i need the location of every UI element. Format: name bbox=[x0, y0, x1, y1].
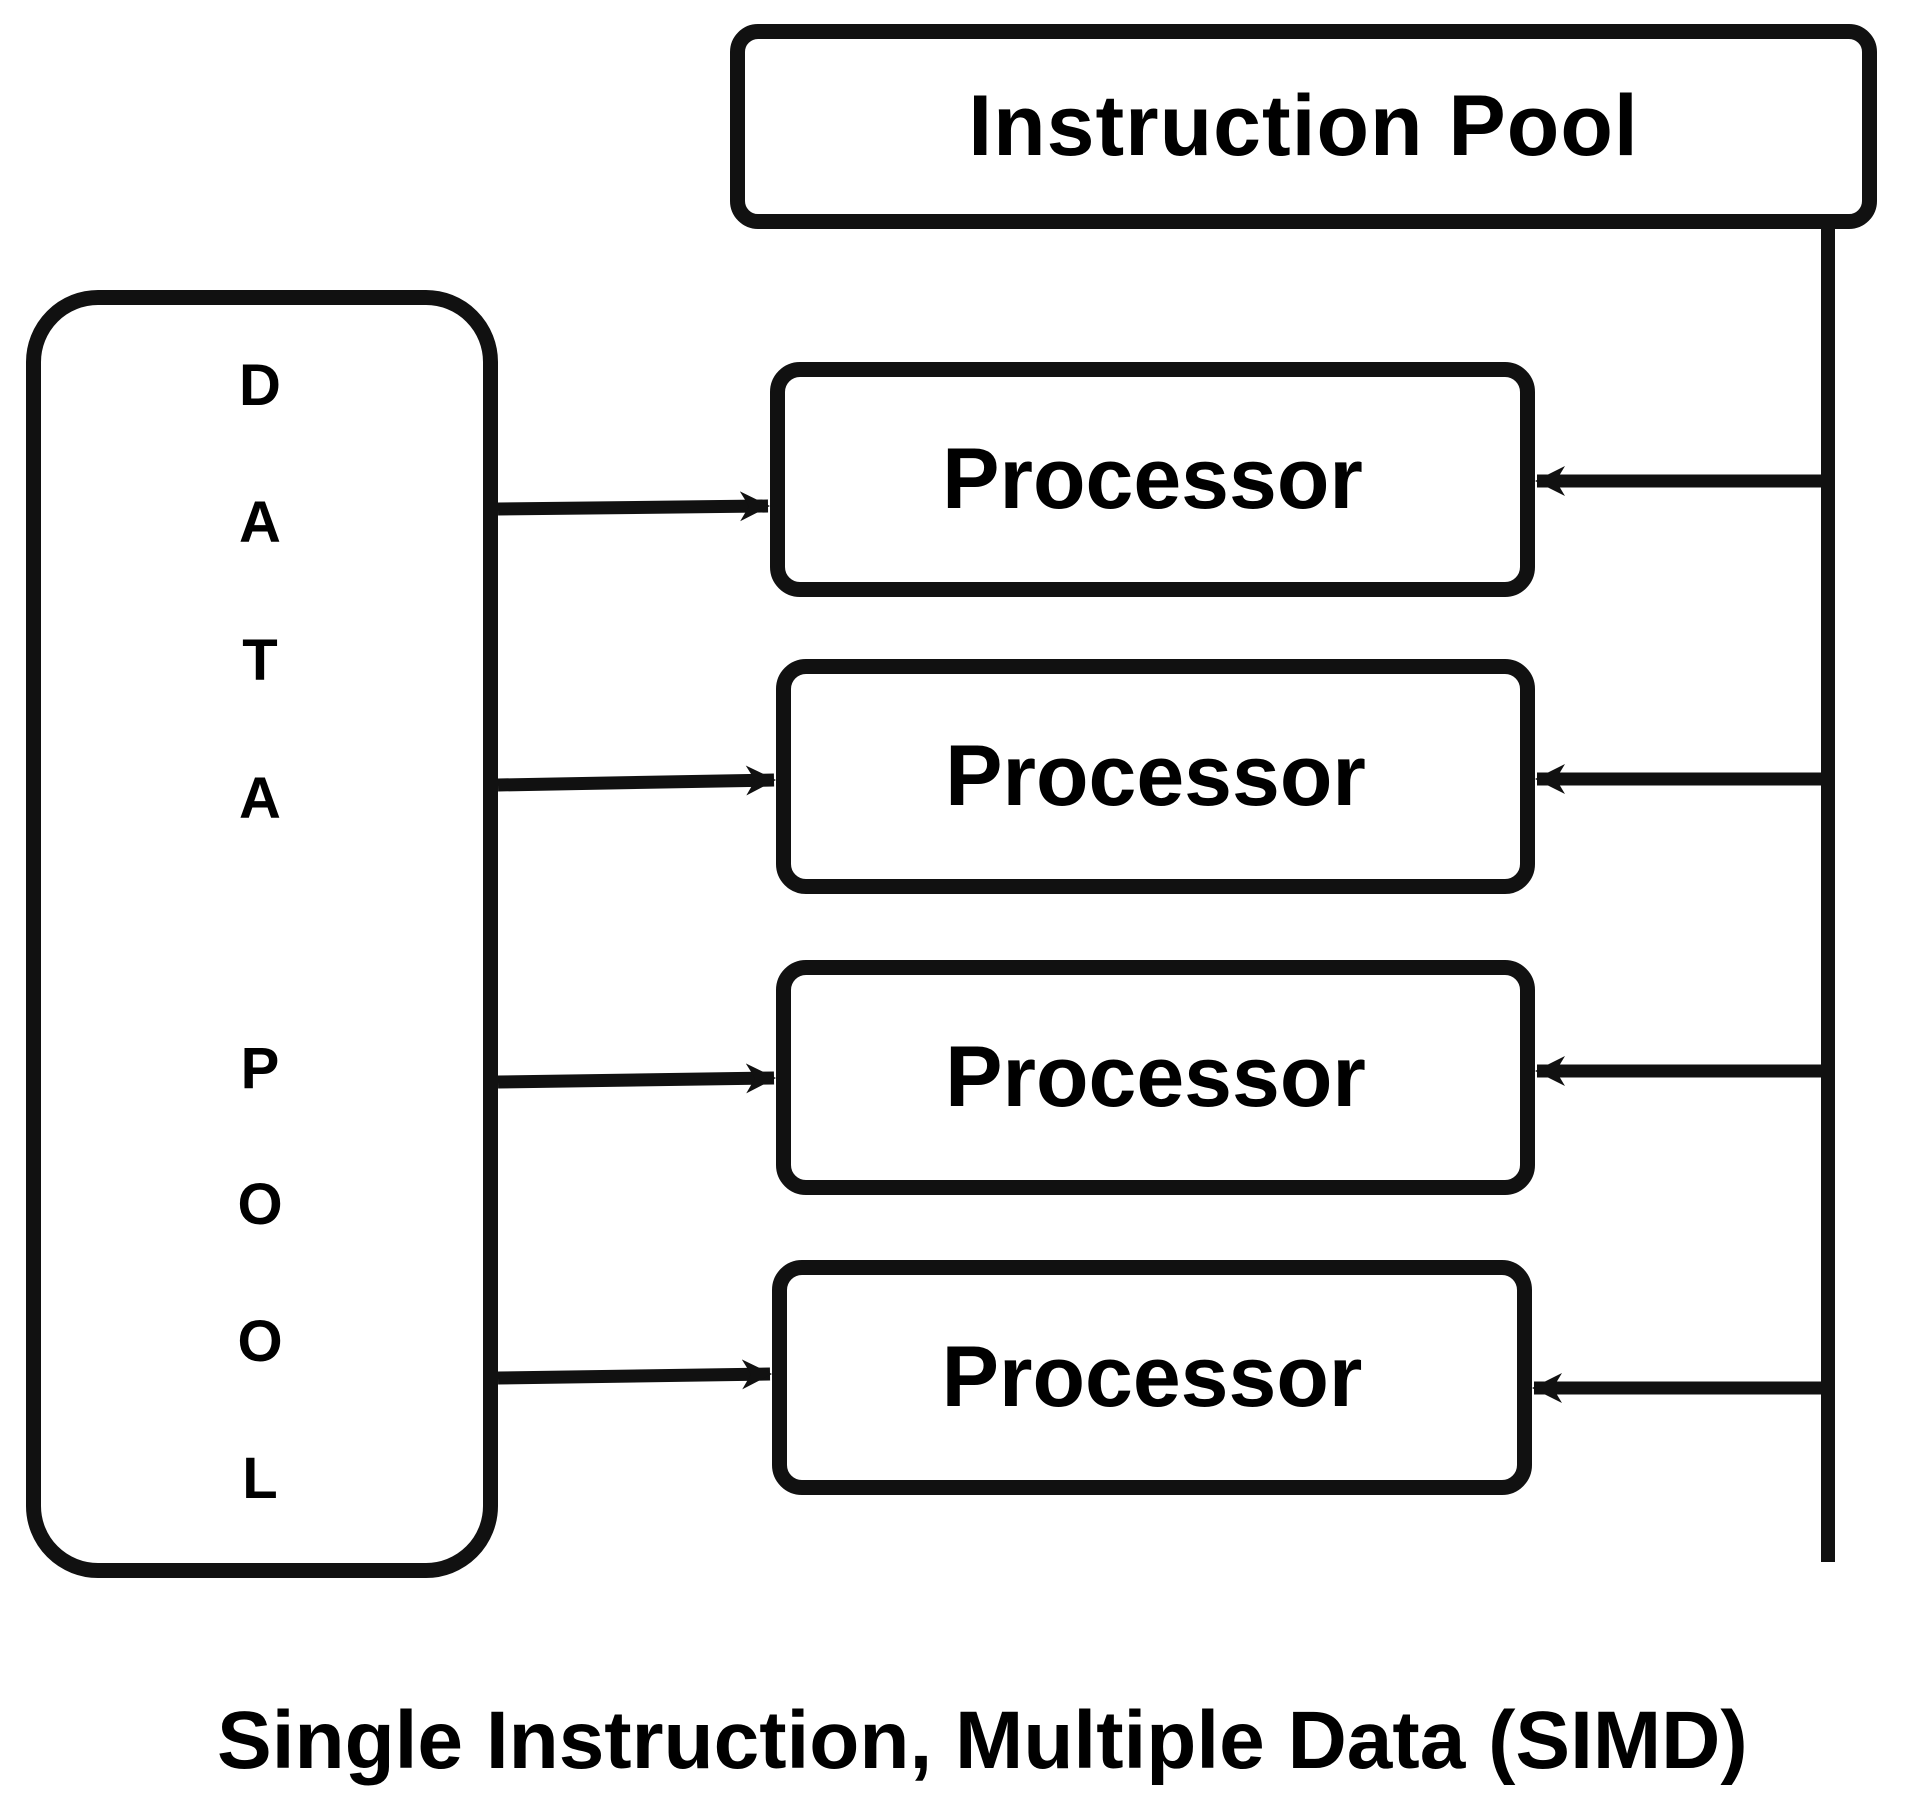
diagram-caption: Single Instruction, Multiple Data (SIMD) bbox=[217, 1695, 1748, 1786]
data-pool-letter: T bbox=[242, 628, 278, 693]
processor-box-4: Processor bbox=[772, 1260, 1532, 1495]
processor-label: Processor bbox=[941, 1329, 1363, 1425]
data-pool-letter: O bbox=[237, 1172, 283, 1237]
data-pool-letter: A bbox=[239, 490, 281, 555]
data-arrow-4 bbox=[497, 1359, 772, 1390]
processor-box-1: Processor bbox=[770, 362, 1535, 597]
data-pool-letter: D bbox=[239, 353, 281, 418]
processor-box-3: Processor bbox=[776, 960, 1535, 1195]
data-arrow-3 bbox=[497, 1063, 776, 1094]
data-pool-letter: A bbox=[239, 766, 281, 831]
processor-box-2: Processor bbox=[776, 659, 1535, 894]
data-pool-letter: L bbox=[242, 1446, 278, 1511]
data-pool-box bbox=[26, 290, 498, 1578]
data-pool-letter: O bbox=[237, 1309, 283, 1374]
processor-label: Processor bbox=[942, 431, 1363, 527]
processor-label: Processor bbox=[945, 728, 1366, 824]
instruction-pool-label: Instruction Pool bbox=[968, 78, 1639, 174]
data-pool-letter: P bbox=[240, 1036, 280, 1101]
data-arrow-1 bbox=[497, 491, 770, 522]
data-arrow-2 bbox=[497, 765, 776, 796]
instruction-pool-box: Instruction Pool bbox=[730, 24, 1877, 229]
processor-label: Processor bbox=[945, 1029, 1366, 1125]
